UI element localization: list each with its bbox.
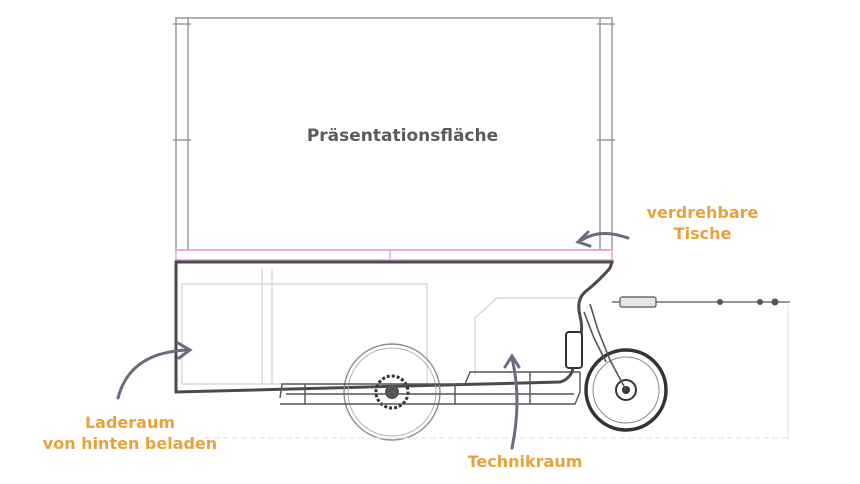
cargo-space-label: Laderaum von hinten beladen — [20, 413, 240, 455]
tech-room-label: Technikraum — [467, 452, 583, 471]
steering-fork — [583, 303, 627, 391]
chassis-frame — [279, 371, 581, 405]
cargo-space-label-line1: Laderaum — [84, 413, 176, 432]
rotatable-tables-label: verdrehbare Tische — [625, 203, 780, 245]
rotatable-tables — [175, 249, 613, 261]
arrow-cargo — [116, 341, 193, 400]
cargo-box-outline — [174, 260, 615, 394]
handlebar — [612, 296, 790, 308]
rotatable-tables-label-line1: verdrehbare — [646, 203, 759, 222]
front-wheel — [584, 348, 668, 432]
battery — [565, 331, 583, 369]
arrow-tech — [503, 353, 521, 450]
rear-wheel — [343, 343, 441, 441]
cargo-space-label-line2: von hinten beladen — [42, 433, 218, 453]
arrow-tables — [575, 230, 630, 248]
rotatable-tables-label-line2: Tische — [673, 223, 732, 243]
presentation-area-label: Präsentationsfläche — [306, 126, 499, 146]
